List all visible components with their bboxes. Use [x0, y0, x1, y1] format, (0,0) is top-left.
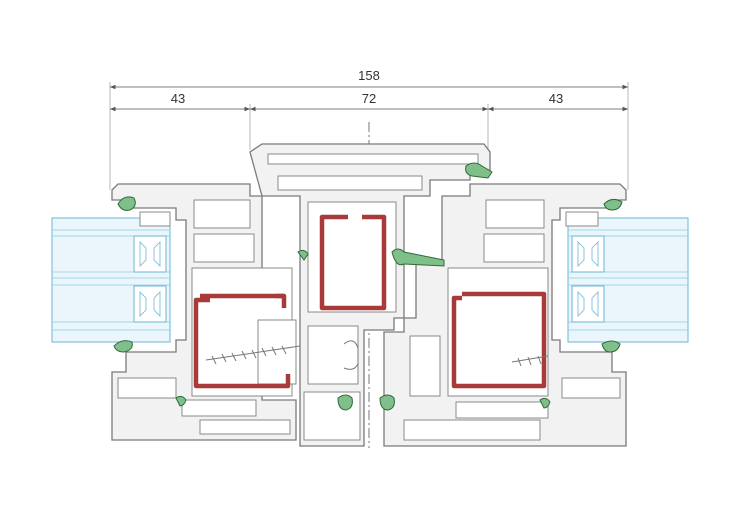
- top-cap-gasket: [465, 162, 493, 179]
- dimension-left-sash: 43: [110, 91, 250, 112]
- bottom-center-gasket-left: [337, 394, 353, 411]
- dimension-overall: 158: [110, 68, 628, 90]
- right-bottom-gasket: [539, 397, 551, 409]
- left-screw: [205, 345, 301, 365]
- right-sash-profile: [383, 183, 627, 447]
- gaskets: [113, 162, 623, 411]
- center-steel-reinforcement: [319, 214, 387, 311]
- extension-lines: [109, 82, 629, 190]
- dimension-center-label: 72: [362, 91, 376, 106]
- dimension-center: 72: [250, 91, 488, 112]
- central-mullion-profile: [249, 143, 491, 447]
- left-sash-profile: [111, 183, 297, 441]
- dimension-left-sash-label: 43: [171, 91, 185, 106]
- right-screw: [511, 355, 549, 367]
- fixing-screws: [205, 340, 549, 370]
- left-bottom-gasket: [175, 395, 187, 407]
- center-seal-gasket: [391, 248, 445, 267]
- dimension-overall-label: 158: [358, 68, 380, 83]
- right-steel-reinforcement: [451, 291, 547, 389]
- left-stop-gasket: [297, 249, 309, 261]
- right-outer-glazing-gasket: [603, 198, 623, 211]
- left-glazing-unit: [51, 217, 171, 343]
- dimension-right-sash-label: 43: [549, 91, 563, 106]
- left-inner-glazing-gasket: [113, 340, 133, 353]
- bottom-center-gasket-right: [379, 394, 395, 411]
- right-inner-glazing-gasket: [601, 340, 621, 353]
- right-glazing-unit: [567, 217, 689, 343]
- left-outer-glazing-gasket: [117, 196, 136, 211]
- dimension-right-sash: 43: [488, 91, 628, 112]
- center-hinge-detail: [343, 340, 359, 370]
